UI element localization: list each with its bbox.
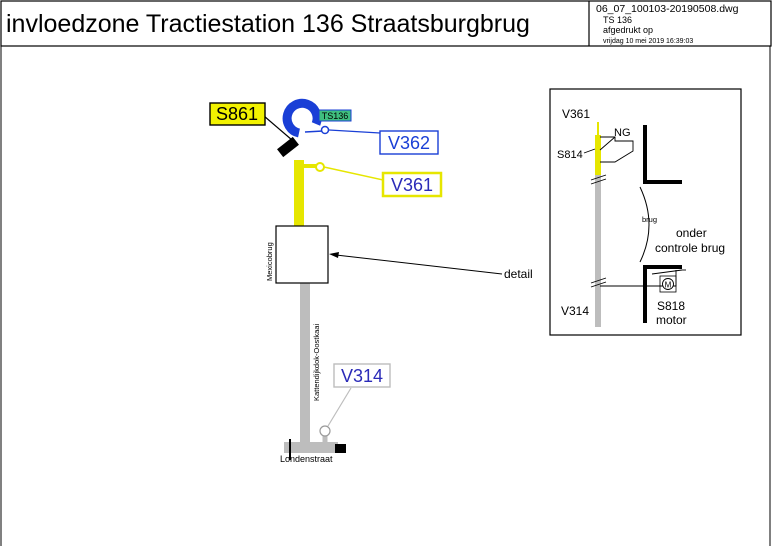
brug-label: brug bbox=[642, 215, 657, 224]
mexicobrug-label: Mexicobrug bbox=[265, 242, 274, 281]
inset-v361-label: V361 bbox=[562, 107, 590, 121]
station-code: TS 136 bbox=[603, 15, 632, 25]
motor-circle bbox=[662, 278, 674, 290]
end-block-right bbox=[335, 444, 346, 453]
motor-label: motor bbox=[656, 313, 687, 327]
inset-yellow-track bbox=[595, 135, 601, 175]
controle-brug-label: controle brug bbox=[655, 241, 725, 255]
s814-label: S814 bbox=[557, 149, 583, 161]
v362-label-box bbox=[379, 130, 439, 155]
grey-track-node bbox=[319, 425, 331, 437]
printed-label: afgedrukt op bbox=[603, 25, 653, 35]
detail-label: detail bbox=[504, 267, 533, 281]
title-frame bbox=[0, 0, 772, 47]
v314-label-box bbox=[333, 363, 391, 388]
s861-label: S861 bbox=[216, 104, 258, 124]
s861-leader bbox=[263, 115, 293, 141]
kattendijkdok-label: Kattendijkdok-Oostkaai bbox=[312, 324, 321, 401]
file-name: 06_07_100103-20190508.dwg bbox=[596, 3, 739, 15]
detail-arrowhead bbox=[329, 252, 339, 258]
yellow-track-node bbox=[315, 162, 325, 172]
grey-track-base bbox=[284, 442, 338, 453]
s818-label: S818 bbox=[657, 299, 685, 313]
inset-break-2b bbox=[590, 281, 607, 288]
inset-v314-label: V314 bbox=[561, 304, 589, 318]
blue-feed-inner bbox=[297, 117, 305, 123]
s861-label-box bbox=[209, 102, 266, 126]
motor-symbol: M bbox=[665, 281, 672, 290]
v362-leader bbox=[328, 129, 381, 134]
feeder-block bbox=[277, 136, 299, 158]
printed-date: vrijdag 10 mei 2019 16:39:03 bbox=[603, 38, 693, 45]
inset-grey-track bbox=[595, 175, 601, 327]
s814-leader bbox=[583, 148, 596, 154]
onder-label: onder bbox=[676, 226, 707, 240]
bridge-swing-arc bbox=[639, 186, 650, 263]
page-title: invloedzone Tractiestation 136 Straatsbu… bbox=[6, 10, 530, 38]
ts136-badge bbox=[318, 109, 352, 122]
ts136-label: TS136 bbox=[322, 111, 349, 121]
s818-contact bbox=[651, 269, 683, 275]
detail-arrow-line bbox=[335, 254, 503, 275]
mexicobrug-box bbox=[275, 225, 329, 284]
inset-break-1a bbox=[590, 174, 607, 181]
v314-label: V314 bbox=[341, 366, 383, 386]
yellow-track-vertical bbox=[294, 160, 304, 226]
v314-leader bbox=[327, 387, 352, 427]
v361-label: V361 bbox=[391, 175, 433, 195]
inset-break-1b bbox=[590, 178, 607, 185]
blue-feed-connector bbox=[304, 130, 324, 133]
motor-box bbox=[659, 275, 677, 293]
ng-switch-blade bbox=[599, 136, 616, 151]
londenstraat-label: Londenstraat bbox=[280, 454, 333, 464]
blue-feed-node bbox=[320, 125, 330, 135]
blue-feed-arc bbox=[282, 98, 322, 138]
v362-label: V362 bbox=[388, 133, 430, 153]
v361-leader bbox=[323, 166, 384, 181]
inset-break-2a bbox=[590, 277, 607, 284]
ng-label: NG bbox=[614, 127, 631, 139]
grey-track-vertical bbox=[300, 283, 310, 445]
v361-label-box bbox=[381, 171, 443, 198]
